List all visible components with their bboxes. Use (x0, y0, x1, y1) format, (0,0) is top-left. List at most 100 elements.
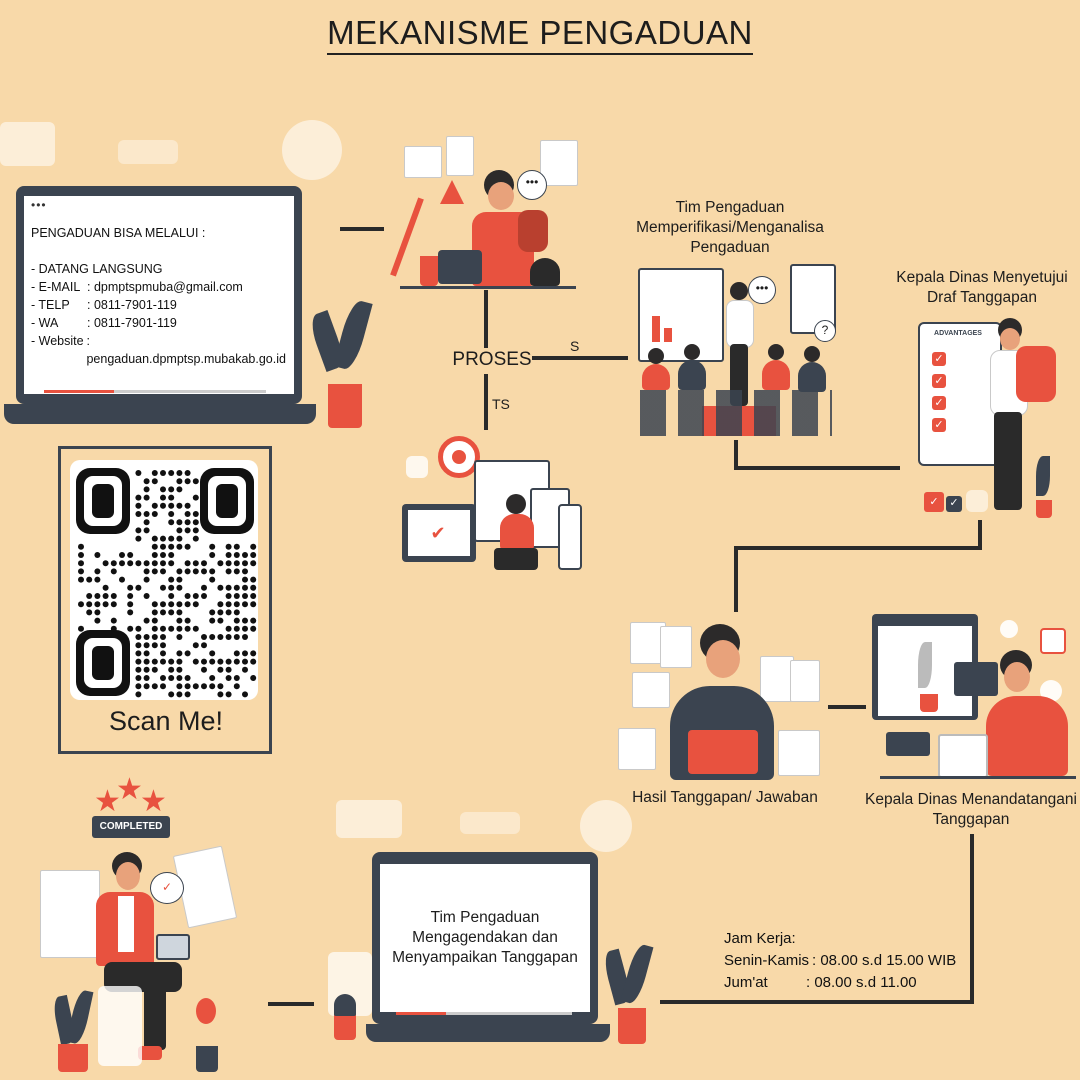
device-laptop-display (408, 510, 470, 556)
video-progress-bar (44, 390, 266, 393)
connector-line (340, 227, 384, 231)
connector-line (734, 466, 900, 470)
office-hours-day: Senin-Kamis (724, 952, 810, 969)
audience-head (648, 348, 664, 364)
contact-key: - WA (31, 316, 59, 330)
document-icon (632, 672, 670, 708)
checkbox-icon: ✓ (946, 496, 962, 512)
plant-pot-icon (618, 1008, 646, 1044)
office-hours-day: Jum'at (724, 974, 768, 991)
office-hours-title: Jam Kerja: (724, 930, 796, 947)
star-icon: ★ (94, 785, 121, 818)
person-pants (494, 548, 538, 570)
person-face (1000, 328, 1020, 350)
advantages-label: ADVANTAGES (934, 330, 982, 337)
connector-line (828, 705, 866, 709)
person-face (488, 182, 514, 210)
plant-pot-icon (196, 1046, 218, 1072)
person-pants (994, 412, 1022, 510)
chat-bubble-icon: ••• (517, 170, 547, 200)
office-hours-time: : 08.00 s.d 15.00 WIB (812, 952, 957, 969)
presenter-hair (730, 282, 748, 300)
info-laptop-display (24, 196, 294, 394)
star-icon: ★ (140, 785, 167, 818)
agenda-laptop-base (366, 1024, 610, 1042)
bar-chart-icon (664, 328, 672, 342)
person-face (706, 640, 740, 678)
check-bubble-icon: ✓ (150, 872, 184, 904)
audience-head (768, 344, 784, 360)
contact-value: : pengaduan.dpmptsp.mubakab.go.id (86, 334, 286, 366)
target-center-icon (452, 450, 466, 464)
popup-window-icon (954, 662, 998, 696)
card-reader-icon (886, 732, 930, 756)
small-plant-icon (1036, 500, 1052, 518)
office-hours-time: : 08.00 s.d 11.00 (806, 974, 917, 991)
backpack-icon (518, 210, 548, 252)
desk-lamp-icon (390, 197, 424, 277)
cat-icon (530, 258, 560, 286)
calendar-icon (1040, 628, 1066, 654)
connector-line (484, 374, 488, 430)
connector-line (970, 834, 974, 1004)
checkbox-icon: ✓ (932, 418, 946, 432)
folder-icon (688, 730, 758, 774)
connector-line (978, 520, 982, 550)
plant-leaf-icon (1036, 456, 1050, 496)
contact-row: - WA: 0811-7901-119 (31, 314, 291, 332)
connector-line (660, 1000, 974, 1004)
office-hours-row: Jum'at : 08.00 s.d 11.00 (724, 972, 956, 994)
bg-card-decoration (0, 122, 55, 166)
contact-value: : 0811-7901-119 (87, 298, 177, 312)
bg-pie-decoration-2 (580, 800, 632, 852)
person-white-shirt (118, 896, 134, 952)
star-icon: ★ (116, 773, 143, 806)
contact-row: - TELP : 0811-7901-119 (31, 296, 291, 314)
plant-pot-icon (920, 694, 938, 712)
office-hours: Jam Kerja: Senin-Kamis: 08.00 s.d 15.00 … (724, 928, 956, 994)
cactus-icon (334, 994, 356, 1016)
audience-head (684, 344, 700, 360)
small-laptop-icon (438, 250, 482, 284)
connector-line (734, 440, 738, 470)
contact-row: - Website: pengaduan.dpmptsp.mubakab.go.… (31, 332, 291, 368)
flower-icon (196, 998, 216, 1024)
completed-badge: COMPLETED (92, 816, 170, 838)
person-leg (144, 988, 166, 1050)
bg-bars-decoration (118, 140, 178, 164)
audience-body (678, 360, 706, 390)
contact-row: - DATANG LANGSUNG (31, 260, 291, 278)
document-icon (778, 730, 820, 776)
lamp-head-icon (440, 180, 464, 204)
document-icon (790, 660, 820, 702)
target-icon (438, 436, 480, 478)
document-icon (618, 728, 656, 770)
contact-key: - E-MAIL (31, 280, 81, 294)
connector-line (484, 290, 488, 348)
connector-line (734, 546, 982, 550)
laptop-icon (938, 734, 988, 778)
person-hair (506, 494, 526, 514)
audience-body (642, 364, 670, 390)
person-red-shirt (986, 696, 1068, 776)
presenter-shirt (726, 300, 754, 348)
profile-card-icon (446, 136, 474, 176)
tablet-icon (156, 934, 190, 960)
shoe-icon (138, 1046, 162, 1060)
chat-bubble-icon: ••• (748, 276, 776, 304)
plant-leaf-icon (918, 642, 932, 688)
document-icon (40, 870, 100, 958)
checkbox-outline-icon (966, 490, 988, 512)
contact-key: - TELP (31, 298, 70, 312)
checkbox-icon: ✓ (932, 396, 946, 410)
connector-line (734, 546, 738, 612)
agenda-laptop-display (380, 864, 590, 1012)
thumbs-up-icon (1016, 346, 1056, 402)
bg-bars-decoration-2 (460, 812, 520, 834)
qr-code-icon[interactable] (72, 464, 258, 698)
window-dots-icon: ••• (31, 198, 47, 212)
desk-surface (400, 286, 576, 289)
plant-leaf-icon (333, 298, 373, 372)
person-red-shirt (500, 514, 534, 550)
audience-chairs (640, 390, 832, 436)
